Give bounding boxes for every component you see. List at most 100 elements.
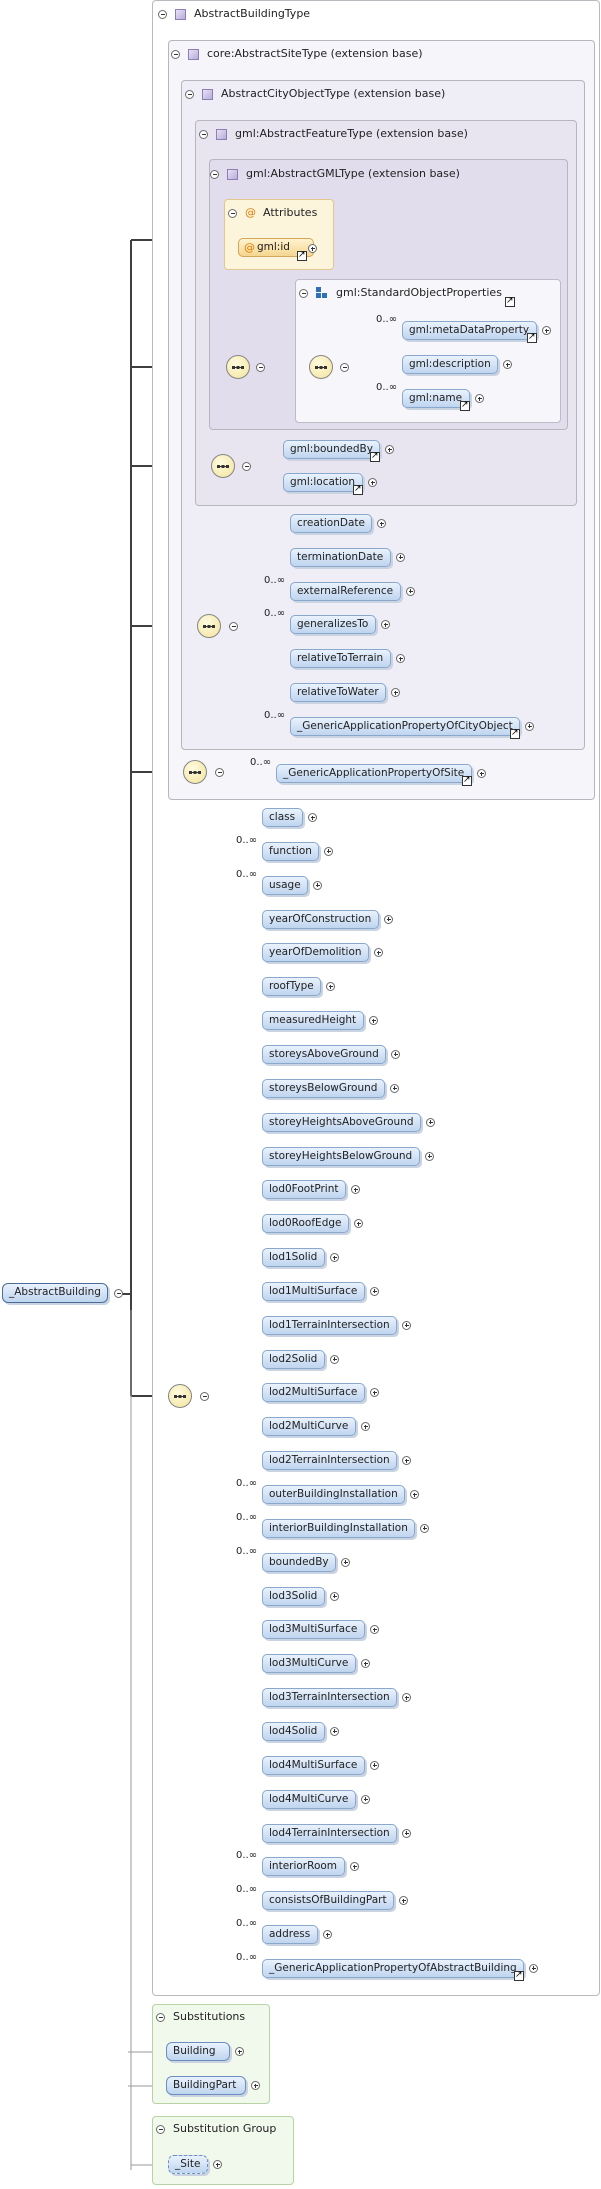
expand-icon[interactable] [370,1286,379,1296]
element-terminationdate[interactable]: terminationDate [290,547,391,567]
sequence-compositor-icon[interactable] [211,454,235,478]
element-lod1terrainintersection[interactable]: lod1TerrainIntersection [262,1315,397,1335]
element-lod3multisurface[interactable]: lod3MultiSurface [262,1620,365,1640]
expand-icon[interactable] [213,2160,222,2169]
expand-icon[interactable] [313,880,322,890]
sequence-compositor-icon[interactable] [168,1384,192,1408]
expand-icon[interactable] [410,1490,419,1499]
expand-icon[interactable] [330,1591,339,1601]
expand-icon[interactable] [503,360,512,369]
element-lod0roofedge[interactable]: lod0RoofEdge [262,1214,349,1234]
sequence-compositor-icon[interactable] [226,355,250,379]
collapse-icon[interactable] [229,622,238,631]
element-lod4solid[interactable]: lod4Solid [262,1721,325,1741]
element-rooftype[interactable]: roofType [262,977,321,997]
expand-icon[interactable] [323,1930,332,1940]
root-element-abstract-building[interactable]: _AbstractBuilding [2,1283,108,1303]
collapse-icon[interactable] [215,768,224,777]
expand-icon[interactable] [361,1794,370,1804]
expand-icon[interactable] [402,1693,411,1703]
element-genericapplicationpropertyofabstractbuilding[interactable]: _GenericApplicationPropertyOfAbstractBui… [262,1958,524,1978]
expand-icon[interactable] [351,1185,360,1195]
gml-type-title[interactable]: gml:AbstractGMLType (extension base) [210,165,460,183]
expand-icon[interactable] [308,813,317,822]
standard-object-properties-title[interactable]: gml:StandardObjectProperties [299,284,502,302]
element-lod2multisurface[interactable]: lod2MultiSurface [262,1383,365,1403]
expand-icon[interactable] [368,478,377,487]
expand-icon[interactable] [391,1049,400,1059]
substitutions-title[interactable]: Substitutions [156,2008,245,2026]
reference-link-icon[interactable] [510,727,520,739]
reference-link-icon[interactable] [370,450,380,462]
sequence-compositor-icon[interactable] [197,614,221,638]
expand-icon[interactable] [341,1557,350,1567]
attributes-title[interactable]: @ Attributes [228,204,317,222]
element-relativetowater[interactable]: relativeToWater [290,683,386,702]
expand-icon[interactable] [370,1625,379,1635]
element-gml-description[interactable]: gml:description [402,355,498,374]
element-genericapplicationpropertyofsite[interactable]: _GenericApplicationPropertyOfSite [276,764,472,783]
reference-link-icon[interactable] [353,483,363,495]
element-lod3multicurve[interactable]: lod3MultiCurve [262,1654,356,1674]
expand-icon[interactable] [396,654,405,664]
reference-link-icon[interactable] [514,1969,524,1981]
reference-link-icon[interactable] [460,399,470,411]
substitution-group-site[interactable]: _Site [168,2155,208,2174]
element-lod3terrainintersection[interactable]: lod3TerrainIntersection [262,1688,397,1708]
reference-link-icon[interactable] [462,774,472,786]
element-lod1multisurface[interactable]: lod1MultiSurface [262,1281,365,1301]
element-interiorbuildinginstallation[interactable]: interiorBuildingInstallation [262,1518,415,1538]
expand-icon[interactable] [326,982,335,992]
sequence-compositor-icon[interactable] [309,355,333,379]
expand-icon[interactable] [402,1320,411,1330]
sequence-compositor-icon[interactable] [183,760,207,784]
expand-icon[interactable] [235,2047,244,2056]
expand-icon[interactable] [542,326,551,335]
element-lod2multicurve[interactable]: lod2MultiCurve [262,1417,356,1437]
expand-icon[interactable] [377,519,386,528]
element-boundedby[interactable]: boundedBy [262,1552,336,1572]
expand-icon[interactable] [361,1659,370,1669]
collapse-icon[interactable] [256,363,265,372]
expand-icon[interactable] [324,846,333,856]
collapse-icon[interactable] [156,2012,165,2022]
element-genericapplicationpropertyofcityobject[interactable]: _GenericApplicationPropertyOfCityObject [290,716,520,736]
expand-icon[interactable] [350,1862,359,1872]
expand-icon[interactable] [330,1354,339,1364]
element-lod2terrainintersection[interactable]: lod2TerrainIntersection [262,1451,397,1471]
collapse-icon[interactable] [156,2124,165,2134]
element-outerbuildinginstallation[interactable]: outerBuildingInstallation [262,1485,405,1504]
expand-icon[interactable] [477,769,486,778]
element-creationdate[interactable]: creationDate [290,514,372,533]
element-externalreference[interactable]: externalReference [290,581,401,601]
expand-icon[interactable] [385,445,394,454]
element-relativetoterrain[interactable]: relativeToTerrain [290,649,391,669]
expand-icon[interactable] [330,1253,339,1263]
expand-icon[interactable] [370,1388,379,1398]
reference-link-icon[interactable] [527,331,537,343]
expand-icon[interactable] [391,688,400,697]
expand-icon[interactable] [396,552,405,562]
expand-icon[interactable] [384,914,393,924]
expand-icon[interactable] [374,948,383,958]
element-lod4multisurface[interactable]: lod4MultiSurface [262,1755,365,1775]
reference-link-icon[interactable] [297,249,307,261]
expand-icon[interactable] [402,1456,411,1466]
expand-icon[interactable] [330,1726,339,1736]
element-interiorroom[interactable]: interiorRoom [262,1857,345,1877]
reference-link-icon[interactable] [505,295,515,307]
collapse-icon[interactable] [199,129,208,139]
substitution-buildingpart[interactable]: BuildingPart [166,2076,246,2095]
element-measuredheight[interactable]: measuredHeight [262,1011,364,1031]
expand-icon[interactable] [399,1896,408,1906]
element-lod3solid[interactable]: lod3Solid [262,1586,325,1606]
element-usage[interactable]: usage [262,875,308,895]
site-type-title[interactable]: core:AbstractSiteType (extension base) [171,45,423,63]
expand-icon[interactable] [381,620,390,630]
expand-icon[interactable] [361,1422,370,1432]
expand-icon[interactable] [406,586,415,596]
collapse-icon[interactable] [242,462,251,471]
expand-icon[interactable] [369,1016,378,1026]
abstract-building-type-title[interactable]: AbstractBuildingType [158,5,310,23]
element-storeyheightsaboveground[interactable]: storeyHeightsAboveGround [262,1112,421,1132]
